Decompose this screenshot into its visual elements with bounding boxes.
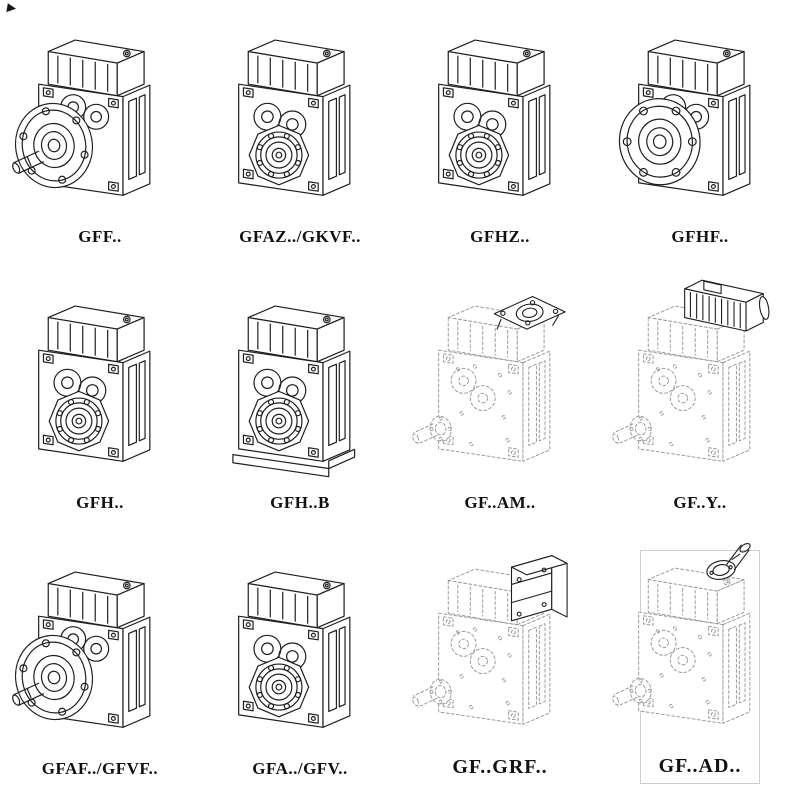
gearbox-hollow-shaft-drawing: [438, 39, 551, 196]
gearbox-cell-gf-y: GF..Y..: [612, 279, 770, 518]
gearbox-cell-gfaz-gkvf: GFAZ../GKVF..: [238, 18, 361, 252]
gearbox-cell-gf-am: GF..AM..: [412, 284, 566, 518]
gearbox-cell-gfhf: GFHF..: [618, 18, 760, 252]
model-label: GFHZ..: [470, 227, 530, 246]
model-label: GFH..B: [270, 493, 330, 512]
gearbox-flange-front-drawing: [618, 39, 751, 196]
gearbox-hollow-shaft-drawing: [238, 39, 351, 196]
model-label: GF..AM..: [464, 493, 536, 512]
model-label: GFA../GFV..: [252, 759, 348, 778]
gearbox-cell-gff: GFF..: [12, 18, 160, 252]
gearbox-cell-gfhz: GFHZ..: [438, 18, 560, 252]
model-label: GF..Y..: [673, 493, 727, 512]
model-label: GFAF../GFVF..: [41, 759, 159, 778]
gearbox-flange-shaft-drawing: [12, 39, 151, 196]
gearbox-cell-gf-grf: GF..GRF..: [412, 550, 568, 784]
model-label: GFHF..: [671, 227, 729, 246]
gearbox-with-motor-drawing: [612, 279, 770, 462]
gearbox-cell-gf-ad: GF..AD..: [612, 542, 760, 784]
gearbox-cell-gfh: GFH..: [38, 284, 160, 518]
gearbox-with-base-drawing: [232, 305, 356, 478]
gearbox-cell-gfaf-gfvf: GFAF../GFVF..: [12, 550, 160, 784]
model-label: GFF..: [78, 227, 122, 246]
gearbox-flange-shaft-drawing: [12, 571, 151, 728]
model-label: GFAZ../GKVF..: [239, 227, 361, 246]
gearbox-hollow-shaft-drawing: [238, 571, 351, 728]
corner-artifact-mark: [6, 3, 17, 14]
gearbox-cell-gfh-b: GFH..B: [232, 284, 360, 518]
gearbox-adapter-flange-drawing: [412, 295, 566, 462]
gearbox-cell-gfa-gfv: GFA../GFV..: [238, 550, 360, 784]
gearbox-hollow-shaft-drawing: [38, 305, 151, 462]
model-label: GF..GRF..: [452, 756, 548, 778]
gearbox-input-shaft-drawing: [612, 542, 751, 724]
gearbox-adapter-box-drawing: [412, 555, 568, 725]
model-label: GF..AD..: [658, 755, 742, 777]
model-label: GFH..: [76, 493, 124, 512]
